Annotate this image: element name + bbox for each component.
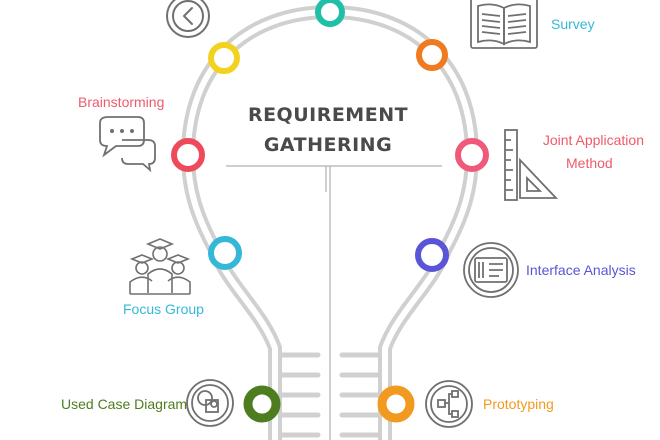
node-top	[315, 0, 345, 27]
node-low-left	[208, 236, 242, 270]
node-upper-left	[208, 42, 240, 74]
label-interface-analysis: Interface Analysis	[526, 262, 636, 278]
open-book-icon	[470, 0, 538, 49]
diagram-title-line1: REQUIREMENT	[247, 104, 409, 126]
chat-bubbles-icon	[99, 116, 156, 173]
label-survey: Survey	[551, 16, 595, 32]
node-upper-right	[416, 39, 448, 71]
flowchart-icon	[425, 380, 473, 428]
overlapping-shapes-icon	[186, 379, 234, 427]
bulb-base-left-stripes	[279, 352, 321, 438]
label-brainstorming: Brainstorming	[78, 94, 165, 110]
label-focus-group: Focus Group	[123, 301, 204, 317]
interface-window-icon	[463, 242, 519, 298]
label-joint-application-line2: Method	[566, 155, 613, 171]
graduates-group-icon	[129, 238, 191, 295]
node-low-right	[415, 238, 449, 272]
diagram-title-line2: GATHERING	[263, 134, 393, 156]
node-base-left	[243, 385, 281, 423]
ruler-triangle-icon	[504, 129, 559, 201]
label-used-case-diagram: Used Case Diagram	[61, 396, 188, 412]
title-divider-lines	[226, 165, 442, 440]
label-joint-application-line1: Joint Application	[542, 132, 644, 148]
node-base-right	[377, 385, 415, 423]
back-arrow-icon	[166, 0, 210, 38]
bulb-nodes	[171, 0, 489, 423]
node-mid-left	[171, 138, 205, 172]
node-mid-right	[455, 138, 489, 172]
label-prototyping: Prototyping	[483, 396, 554, 412]
bulb-base-right-stripes	[339, 352, 381, 438]
